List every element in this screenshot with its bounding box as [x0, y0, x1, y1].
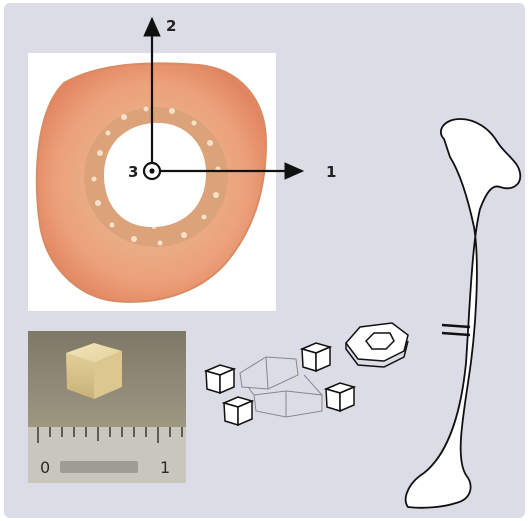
specimen-cube-2 [224, 397, 252, 425]
axis-2-label: 2 [166, 17, 176, 35]
specimen-cube-4 [326, 383, 354, 411]
figure-frame: 2 1 3 0 1 [4, 3, 525, 518]
exploded-specimen-schematic [206, 323, 408, 425]
specimen-cube-3 [302, 343, 330, 371]
axis-3-dot [149, 168, 154, 173]
bone-ring-slice [346, 323, 408, 367]
cube-sample-photo: 0 1 [28, 331, 186, 483]
axis-1-label: 1 [326, 163, 336, 181]
femur-outline [406, 119, 521, 508]
ruler-blurred-label [60, 461, 138, 473]
specimen-cube-1 [206, 365, 234, 393]
figure-canvas: 2 1 3 0 1 [4, 3, 525, 518]
ruler-number-1: 1 [160, 458, 170, 477]
ruler-number-0: 0 [40, 458, 50, 477]
femur-cut-lines [442, 325, 470, 335]
axis-3-label: 3 [128, 163, 138, 181]
